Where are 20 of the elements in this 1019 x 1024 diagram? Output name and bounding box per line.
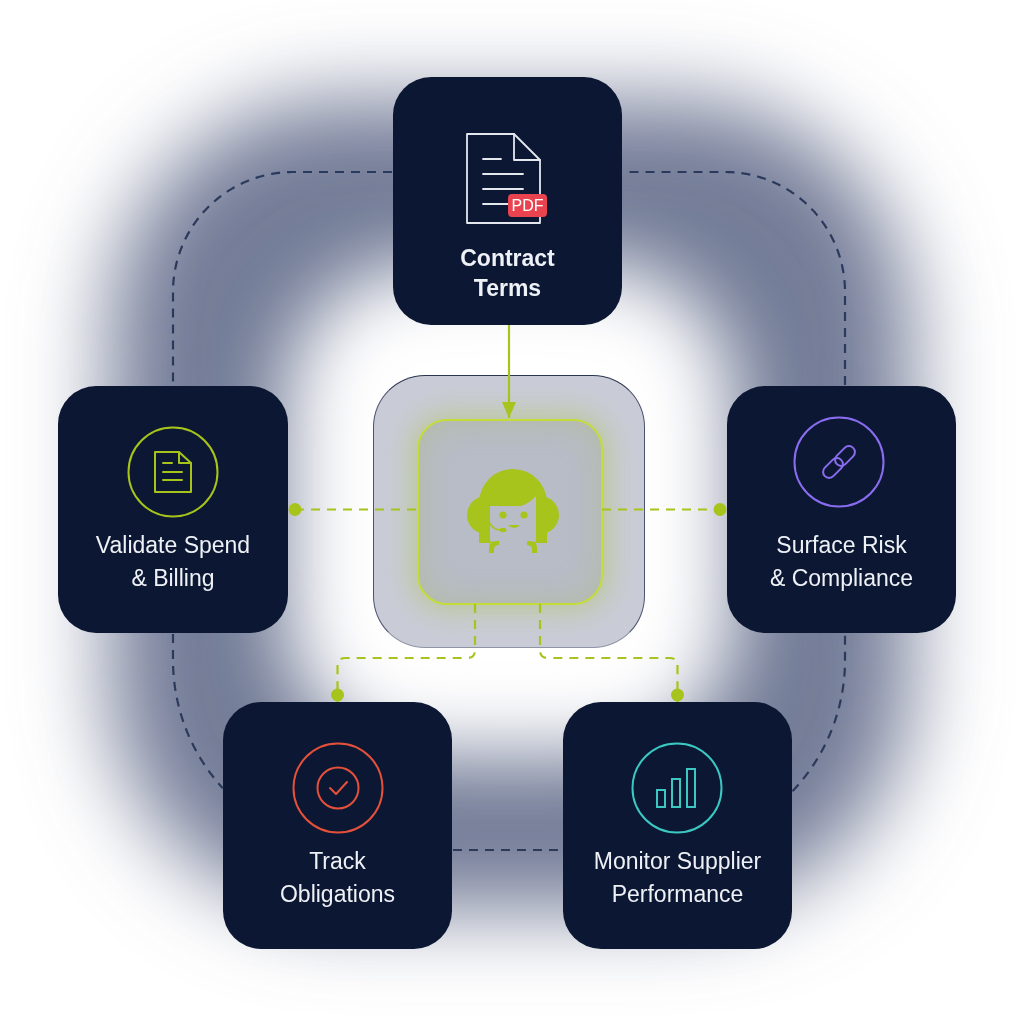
dashed-connector [538,604,684,702]
dashed-connector [791,633,847,792]
hub-frame [373,375,645,648]
feature-card [58,386,288,633]
card-title: Track Obligations [278,847,397,909]
feature-card [727,386,956,633]
file-type-tag: PDF [508,194,547,217]
dashed-connector [602,503,727,516]
dashed-connector [331,604,477,702]
card-title: Contract Terms [459,244,556,303]
dashed-connector [288,503,416,516]
feature-card [393,77,622,325]
card-title: Monitor Supplier Performance [592,847,763,909]
hub-tile [417,419,603,605]
feature-card [563,702,792,949]
arrow [502,325,516,418]
card-title: Surface Risk & Compliance [768,531,915,593]
dashed-connector [171,633,224,789]
card-title: Validate Spend & Billing [94,531,252,593]
feature-card [223,702,452,949]
